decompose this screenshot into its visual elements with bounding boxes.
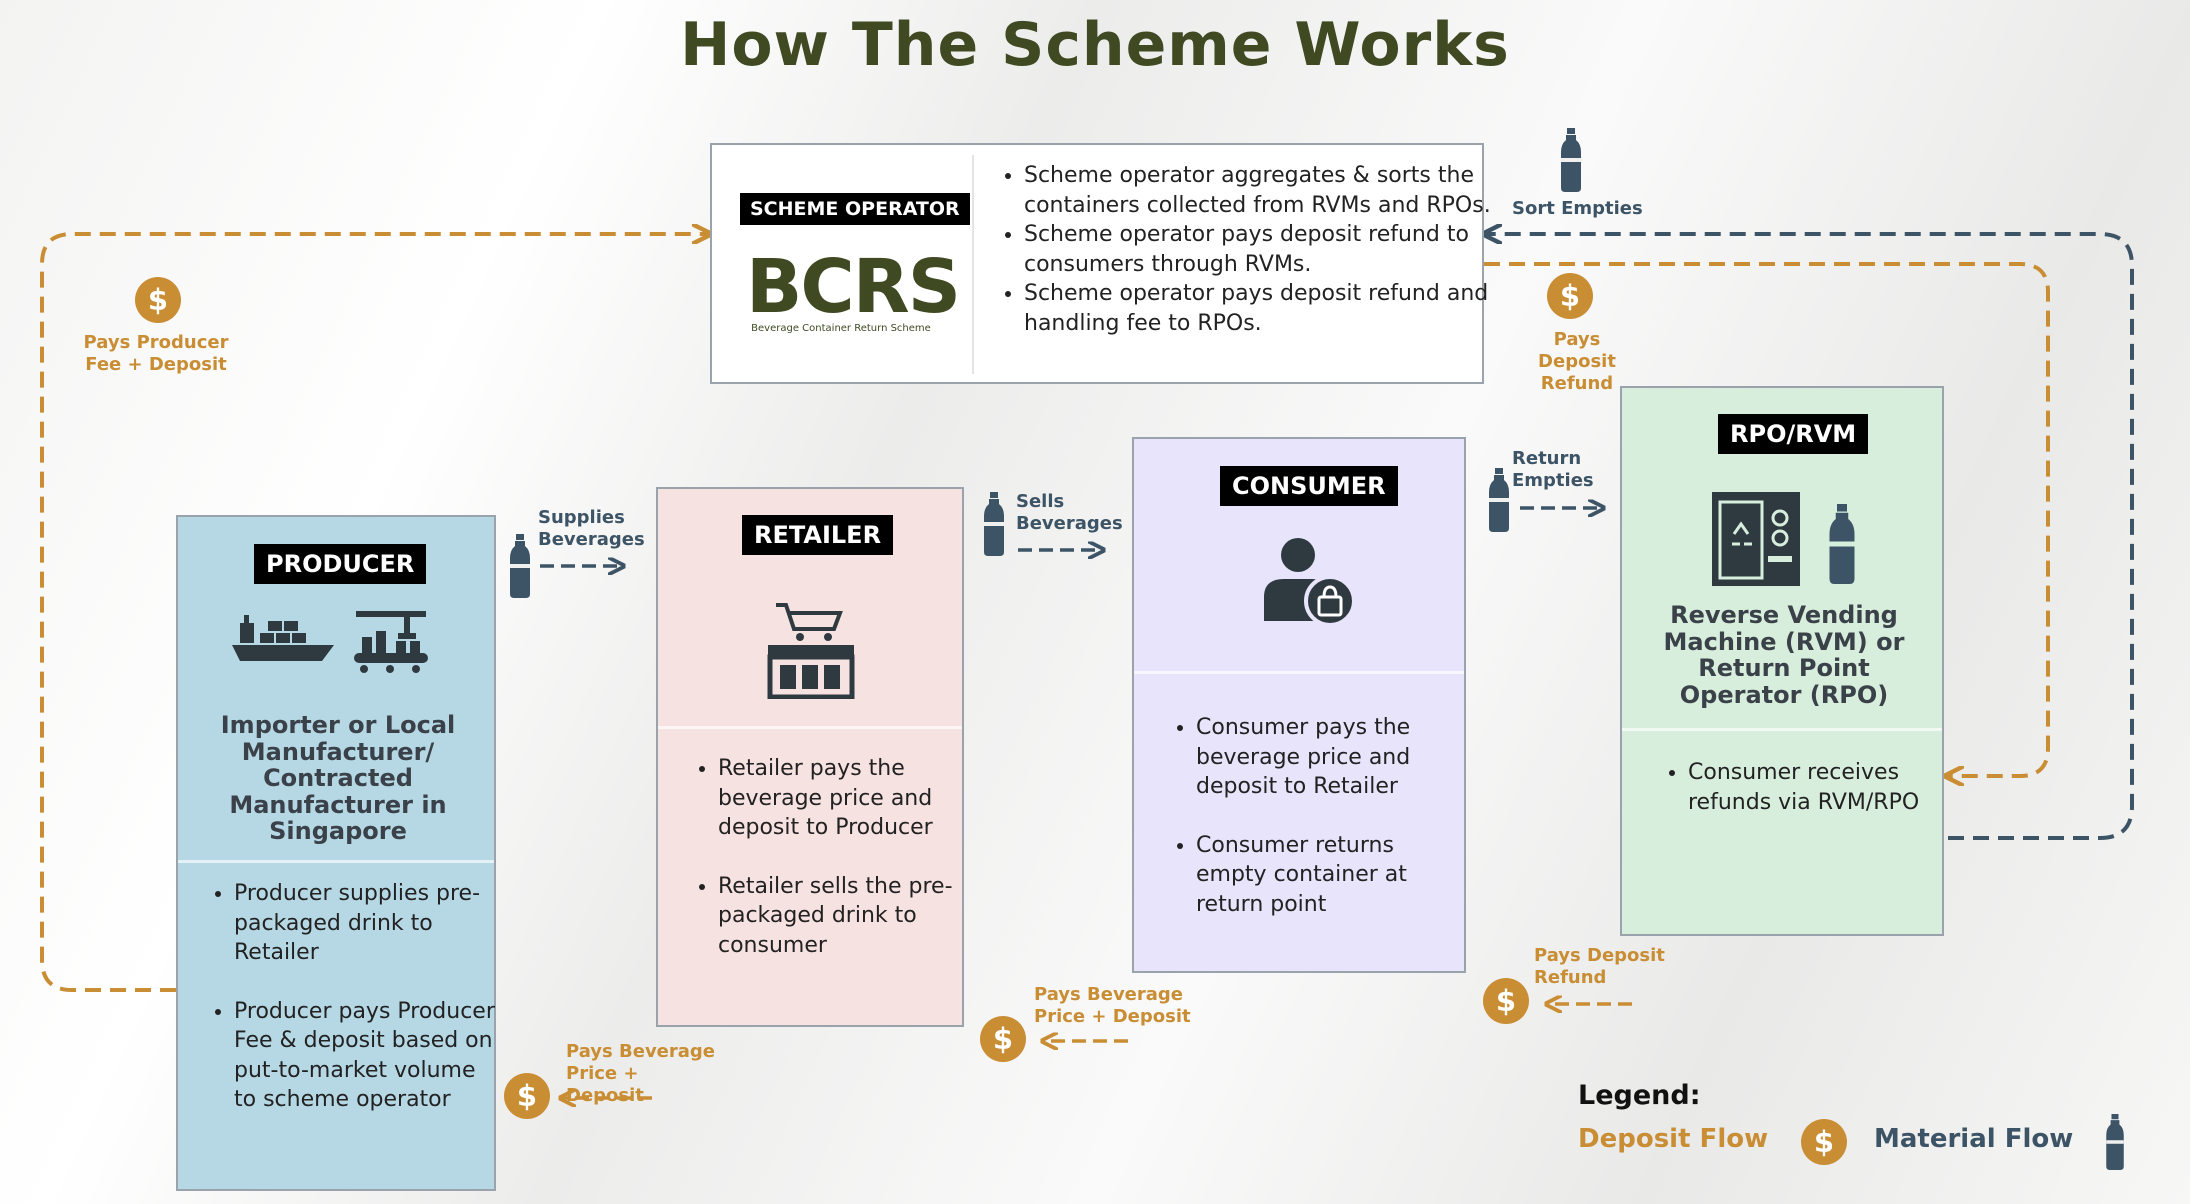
- legend-deposit-flow: Deposit Flow: [1578, 1124, 1769, 1154]
- page-title: How The Scheme Works: [680, 10, 1510, 80]
- rpo-divider: [1622, 728, 1942, 731]
- rvm-machine-icon: [1712, 492, 1800, 586]
- bcrs-logo-subtitle: Beverage Container Return Scheme: [751, 323, 931, 334]
- scheme-operator-label: SCHEME OPERATOR: [740, 193, 970, 225]
- consumer-divider: [1134, 671, 1464, 674]
- flow-label-pays-beverage-retailer: Pays Beverage Price + Deposit: [566, 1041, 716, 1106]
- consumer-label: CONSUMER: [1220, 466, 1398, 506]
- rpo-bullets: Consumer receives refunds via RVM/RPO: [1662, 758, 1938, 817]
- dollar-coin-icon: $: [504, 1073, 550, 1119]
- factory-icon: [354, 611, 428, 673]
- flow-label-supplies-beverages: Supplies Beverages: [538, 507, 645, 550]
- shop-cart-icon: [767, 603, 855, 699]
- rpo-label: RPO/RVM: [1718, 414, 1869, 454]
- flow-label-pays-deposit-refund-top: Pays Deposit Refund: [1538, 329, 1616, 394]
- legend-material-flow: Material Flow: [1874, 1124, 2074, 1154]
- flow-label-pays-producer-fee: Pays Producer Fee + Deposit: [83, 332, 229, 375]
- flow-label-pays-deposit-refund-bottom: Pays Deposit Refund: [1534, 945, 1665, 988]
- operator-bullet: Scheme operator pays deposit refund and …: [1024, 279, 1494, 338]
- flow-operator-to-rpo: [1484, 262, 2050, 776]
- producer-bullet: Producer pays Producer Fee & deposit bas…: [234, 997, 496, 1115]
- flow-producer-to-operator: [40, 234, 708, 992]
- consumer-bullet: Consumer pays the beverage price and dep…: [1196, 713, 1468, 802]
- producer-box: PRODUCER Importer or Local Manufacturer/…: [176, 515, 496, 1191]
- bottle-icon: [1561, 128, 1581, 192]
- dollar-coin-icon: $: [1547, 273, 1593, 319]
- dollar-coin-icon: $: [1483, 978, 1529, 1024]
- bcrs-logo-text: BCRS: [746, 244, 961, 330]
- rpo-box: RPO/RVM Reverse Vending Machine (RVM) or…: [1620, 386, 1944, 936]
- producer-bullets: Producer supplies pre-packaged drink to …: [208, 879, 496, 1115]
- consumer-bullets: Consumer pays the beverage price and dep…: [1170, 713, 1468, 919]
- producer-divider: [178, 860, 494, 863]
- rpo-name: Reverse Vending Machine (RVM) or Return …: [1663, 601, 1905, 709]
- retailer-label: RETAILER: [742, 515, 894, 555]
- consumer-icon: [1264, 538, 1356, 627]
- operator-divider: [972, 155, 974, 374]
- flow-label-pays-beverage-consumer: Pays Beverage Price + Deposit: [1034, 984, 1191, 1027]
- bottle-icon: [1829, 504, 1855, 584]
- scheme-operator-box: SCHEME OPERATOR BCRS Beverage Container …: [710, 143, 1491, 384]
- flow-label-sort-empties: Sort Empties: [1512, 198, 1643, 219]
- flow-rpo-to-operator: [1486, 234, 2134, 840]
- legend-title: Legend:: [1578, 1080, 1701, 1111]
- bottle-icon: [510, 534, 530, 598]
- retailer-divider: [658, 726, 962, 729]
- retailer-bullet: Retailer pays the beverage price and dep…: [718, 754, 968, 843]
- flow-label-return-empties: Return Empties: [1512, 448, 1594, 491]
- dollar-coin-icon: $: [1801, 1119, 1847, 1165]
- producer-label: PRODUCER: [254, 544, 427, 584]
- dollar-coin-icon: $: [980, 1016, 1026, 1062]
- bottle-icon: [1489, 468, 1509, 532]
- consumer-bullet: Consumer returns empty container at retu…: [1196, 831, 1468, 920]
- dollar-coin-icon: $: [135, 277, 181, 323]
- operator-bullets: Scheme operator aggregates & sorts the c…: [998, 161, 1494, 338]
- bcrs-logo: BCRS Beverage Container Return Scheme: [746, 244, 961, 335]
- operator-bullet: Scheme operator pays deposit refund to c…: [1024, 220, 1494, 279]
- flow-label-sells-beverages: Sells Beverages: [1016, 491, 1123, 534]
- producer-name: Importer or Local Manufacturer/ Contract…: [220, 711, 456, 845]
- rpo-bullet: Consumer receives refunds via RVM/RPO: [1688, 758, 1938, 817]
- retailer-bullet: Retailer sells the pre-packaged drink to…: [718, 872, 968, 961]
- ship-icon: [232, 615, 334, 661]
- bottle-icon: [984, 492, 1004, 556]
- operator-bullet: Scheme operator aggregates & sorts the c…: [1024, 161, 1494, 220]
- consumer-box: CONSUMER Consumer pays the beverage pric…: [1132, 437, 1466, 973]
- retailer-bullets: Retailer pays the beverage price and dep…: [692, 754, 968, 960]
- bottle-icon: [2106, 1114, 2124, 1170]
- producer-bullet: Producer supplies pre-packaged drink to …: [234, 879, 496, 968]
- retailer-box: RETAILER Retailer pays the beverage pric…: [656, 487, 964, 1027]
